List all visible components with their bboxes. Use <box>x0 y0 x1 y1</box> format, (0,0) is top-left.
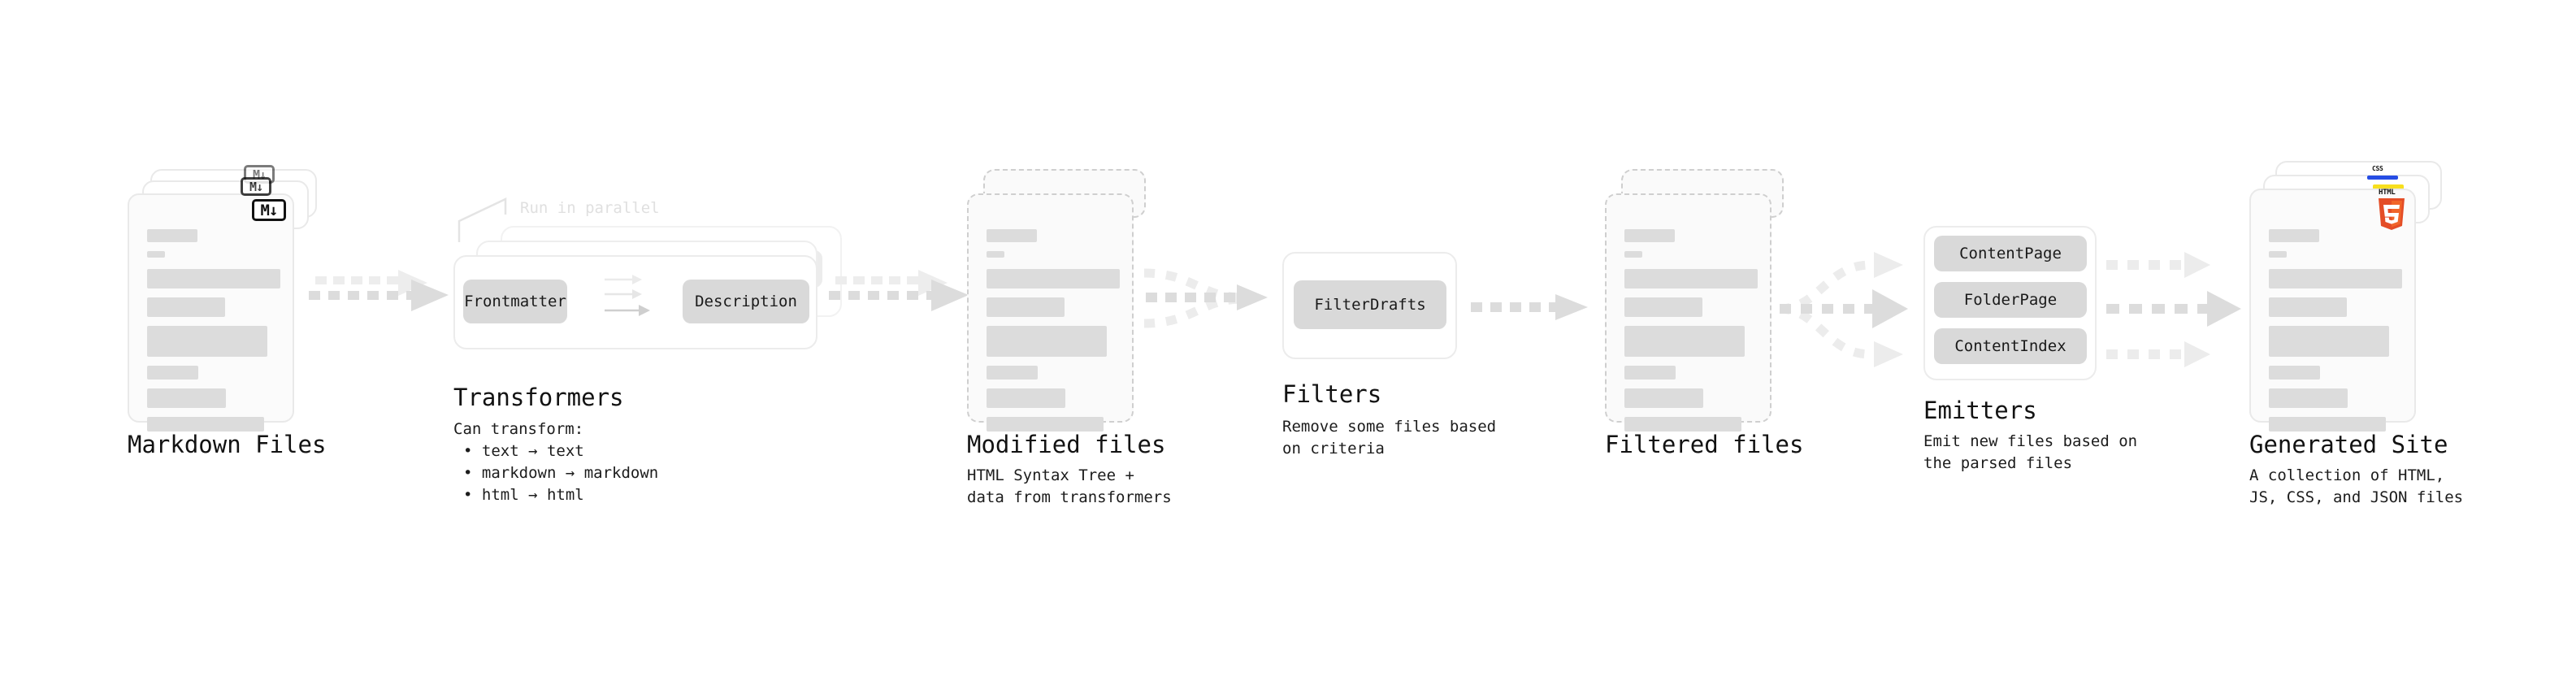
transformers-desc: Can transform: <box>453 420 584 438</box>
emitters-pill-contentindex[interactable]: ContentIndex <box>1934 328 2087 364</box>
markdown-badge-icon: M↓ <box>252 199 286 221</box>
markdown-card-front <box>128 193 294 432</box>
transformers-title: Transformers <box>453 384 624 411</box>
filters-pill-filterdrafts[interactable]: FilterDrafts <box>1294 280 1446 329</box>
transformers-bullet-2: • html → html <box>463 486 584 504</box>
generated-site-title: Generated Site <box>2249 431 2448 458</box>
css-badge-icon <box>2367 176 2398 180</box>
modified-files-desc: HTML Syntax Tree + data from transformer… <box>967 466 1172 506</box>
connector-emitters-to-site <box>2106 252 2241 367</box>
transformers-bullet-0: • text → text <box>463 442 584 460</box>
filters-desc: Remove some files based on criteria <box>1282 418 1497 458</box>
emitters-pill-folderpage[interactable]: FolderPage <box>1934 282 2087 318</box>
run-in-parallel-bracket <box>458 197 507 242</box>
transformers-bullet-1: • markdown → markdown <box>463 464 659 482</box>
emitters-title: Emitters <box>1923 397 2037 424</box>
emitters-pill-contentpage[interactable]: ContentPage <box>1934 236 2087 271</box>
run-in-parallel-label: Run in parallel <box>520 199 660 217</box>
filtered-files-title: Filtered files <box>1605 431 1804 458</box>
generated-site-desc: A collection of HTML, JS, CSS, and JSON … <box>2249 466 2464 506</box>
modified-files-title: Modified files <box>967 431 1166 458</box>
html5-badge-label: HTML <box>2379 189 2396 197</box>
markdown-skeleton-bars <box>147 229 280 440</box>
connector-filters-to-filtered <box>1471 294 1588 320</box>
markdown-files-title: Markdown Files <box>128 431 327 458</box>
site-skeleton-bars <box>2269 229 2402 440</box>
connector-md-to-transformers <box>309 270 449 311</box>
filters-title: Filters <box>1282 380 1382 408</box>
transformer-pill-description[interactable]: Description <box>683 280 809 323</box>
emitters-desc: Emit new files based on the parsed files <box>1923 432 2138 472</box>
modified-skeleton-bars <box>987 229 1120 440</box>
transformer-inner-arrows <box>605 275 650 316</box>
transformer-pill-frontmatter[interactable]: Frontmatter <box>463 280 567 323</box>
connector-transformers-to-modified <box>829 270 969 311</box>
html5-badge-icon <box>2379 198 2405 230</box>
css-badge-label: CSS <box>2372 165 2383 172</box>
filtered-skeleton-bars <box>1624 229 1758 440</box>
filtered-card-front <box>1605 193 1772 432</box>
connector-filtered-to-emitters <box>1779 252 1908 367</box>
modified-card-front <box>967 193 1134 432</box>
connector-modified-to-filters <box>1143 268 1268 328</box>
markdown-badge-mid: M↓ <box>241 177 271 196</box>
